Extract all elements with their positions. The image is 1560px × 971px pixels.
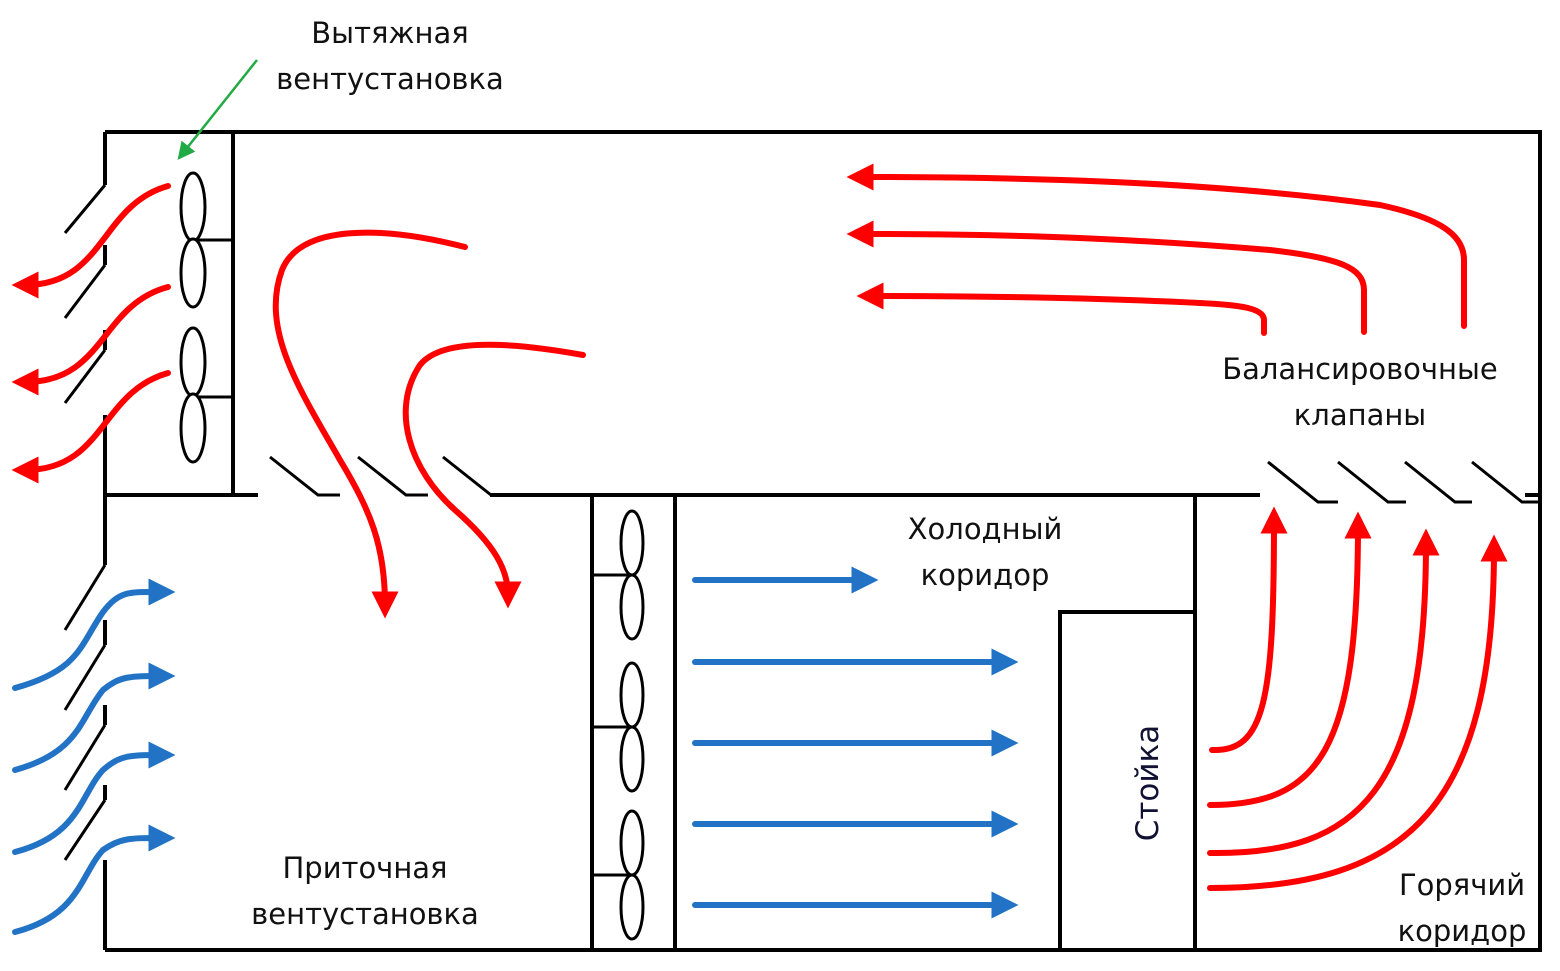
balancing-valve-icon: [1267, 460, 1540, 504]
cold-aisle-label: Холодный коридор: [907, 512, 1063, 592]
hot-aisle-label: Горячий коридор: [1397, 868, 1527, 948]
supply-unit-label: Приточная вентустановка: [251, 851, 479, 931]
hot-recirculation-arrows: [272, 229, 586, 619]
cold-supply-arrows: [692, 566, 1019, 919]
hot-exhaust-arrows: [11, 183, 171, 484]
exhaust-fan-icon: [179, 171, 233, 464]
supply-fan-icon: [592, 509, 645, 941]
balancing-valves-label: Балансировочные клапаны: [1222, 352, 1498, 432]
damper-icon: [63, 184, 107, 861]
building-walls: [103, 130, 1542, 952]
ceiling-damper-icon: [269, 455, 492, 497]
rack-label: Стойка: [1130, 724, 1166, 842]
pointer-arrow-icon: [177, 59, 258, 160]
cold-intake-arrows: [12, 578, 176, 935]
hot-aisle-arrows: [1207, 506, 1508, 891]
exhaust-unit-label: Вытяжная вентустановка: [276, 16, 504, 96]
hot-return-arrows: [846, 163, 1467, 336]
